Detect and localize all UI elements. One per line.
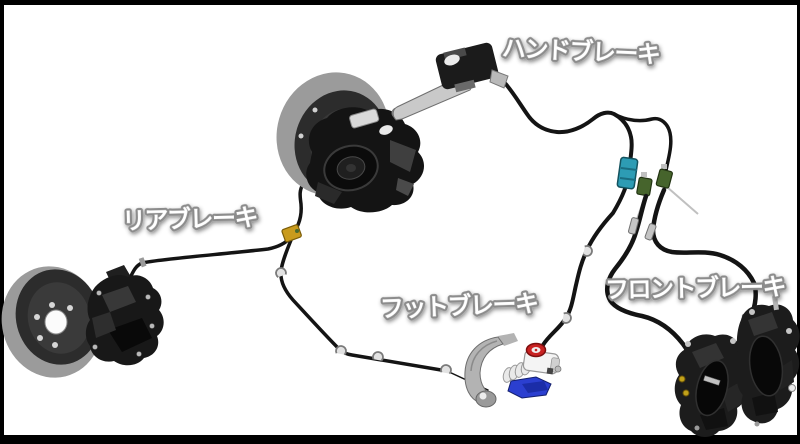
brake-line-rear-left bbox=[126, 235, 293, 284]
blue-bracket-facet bbox=[522, 381, 548, 393]
green-valve-block bbox=[636, 176, 653, 197]
caliper-bolt bbox=[788, 384, 796, 392]
foot-brake-assembly bbox=[464, 333, 562, 408]
line-clip bbox=[440, 364, 452, 375]
caliper-bolt bbox=[754, 421, 760, 427]
cylinder-port bbox=[546, 367, 554, 375]
pad-pin bbox=[772, 295, 779, 311]
steel-pipe bbox=[666, 186, 699, 215]
caliper-facet bbox=[396, 178, 414, 196]
yellow-junction bbox=[281, 224, 302, 243]
caliper-facet bbox=[692, 343, 724, 368]
caliper-bolt bbox=[730, 338, 736, 344]
hose-fitting bbox=[644, 223, 657, 241]
pedal-pad bbox=[475, 390, 497, 408]
metal-highlight bbox=[379, 125, 393, 135]
front-brake-calipers bbox=[674, 295, 800, 437]
caliper-bolt bbox=[685, 341, 691, 347]
green-valve-block bbox=[655, 168, 673, 189]
fitting-nub bbox=[554, 365, 562, 373]
hose-fitting bbox=[628, 217, 640, 235]
caliper-facet bbox=[752, 392, 778, 416]
caliper-bolt bbox=[694, 425, 700, 431]
foot-brake-label: フットブレーキ bbox=[380, 289, 539, 322]
teal-connector-band bbox=[619, 177, 637, 181]
drum-hub-center bbox=[346, 164, 356, 172]
wheel-cylinder bbox=[349, 108, 380, 129]
pedal-pad-highlight bbox=[479, 392, 487, 400]
pedal-arm-shading bbox=[470, 340, 498, 372]
caliper-facet bbox=[92, 312, 116, 338]
bleeder-screw bbox=[682, 389, 690, 397]
teal-connector-band bbox=[620, 167, 638, 171]
cylinder-highlight bbox=[444, 54, 460, 66]
junction-fleck bbox=[295, 229, 299, 233]
brake-pad bbox=[695, 359, 729, 417]
line-clamp bbox=[138, 257, 147, 268]
front-brake-label: フロントブレーキ bbox=[605, 273, 786, 304]
line-clip bbox=[275, 267, 287, 278]
hub-hole bbox=[44, 309, 68, 335]
line-clip bbox=[372, 351, 384, 362]
brake-pad bbox=[748, 335, 784, 397]
bolt-holes bbox=[34, 302, 73, 348]
line-clips bbox=[275, 245, 593, 375]
caliper-facet bbox=[748, 312, 778, 336]
teal-connector bbox=[616, 156, 639, 190]
hand-brake-label: ハンドブレーキ bbox=[501, 34, 660, 69]
line-clip bbox=[582, 245, 593, 257]
bleeder-screw bbox=[678, 375, 686, 383]
rear-brake-disc-left bbox=[1, 265, 164, 378]
line-clip bbox=[335, 345, 347, 356]
valve-cap bbox=[641, 172, 647, 177]
pad-pin bbox=[703, 375, 721, 386]
rear-brake-label: リアブレーキ bbox=[122, 203, 258, 235]
hose-perch bbox=[489, 69, 509, 89]
caliper-bolt bbox=[786, 328, 792, 334]
caliper-facet bbox=[108, 318, 152, 352]
valve-cap bbox=[661, 164, 667, 169]
hand-brake-lever-assembly bbox=[391, 42, 509, 121]
caliper-bolt bbox=[749, 309, 755, 315]
caliper-bolts bbox=[92, 290, 155, 357]
caliper-facet bbox=[390, 140, 416, 172]
caliper-facet bbox=[315, 182, 342, 204]
caliper-facet bbox=[102, 286, 136, 312]
line-clip bbox=[561, 312, 572, 324]
pedal-arm-top bbox=[498, 333, 518, 346]
cylinder-clamp bbox=[454, 79, 476, 93]
reservoir-cap-dot bbox=[534, 348, 538, 352]
rear-brake-disc-upper bbox=[276, 72, 425, 213]
bolt-hole bbox=[298, 133, 304, 139]
bolt-hole bbox=[312, 107, 318, 113]
